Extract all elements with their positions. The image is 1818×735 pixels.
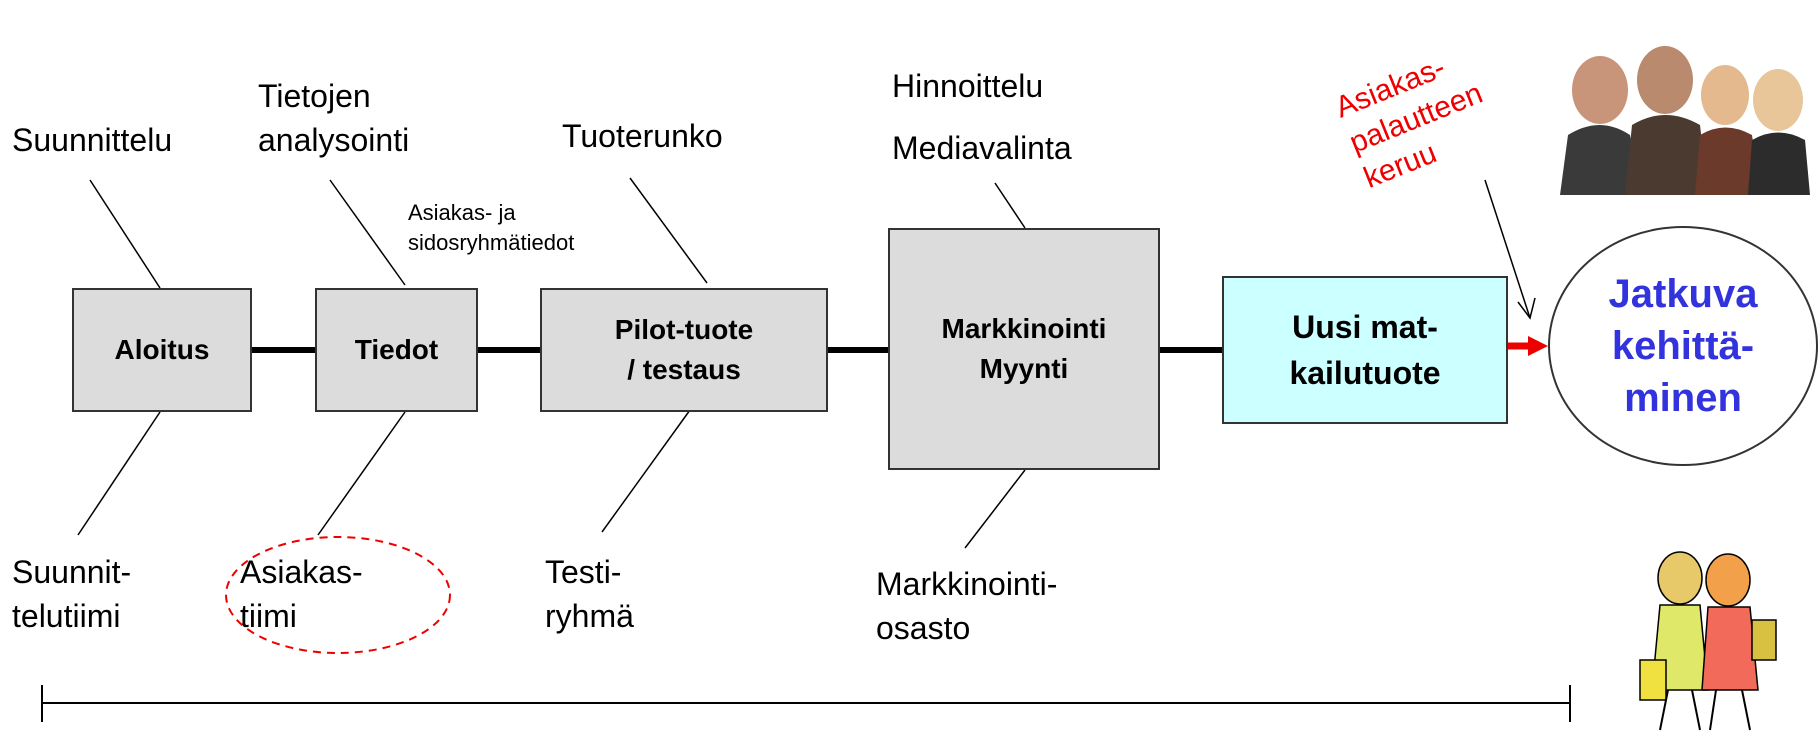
bone-asiakastiimi — [317, 411, 406, 536]
label-mediavalinta: Mediavalinta — [892, 130, 1072, 166]
bone-markkinointiosasto — [964, 469, 1026, 549]
people-photo-icon — [1560, 46, 1810, 195]
feedback-arrow-head — [1517, 297, 1536, 320]
stage-tiedot: Tiedot — [315, 288, 478, 412]
label-tuoterunko: Tuoterunko — [562, 118, 723, 154]
bone-mediavalinta — [994, 182, 1026, 229]
stage-uusi-matkailutuote: Uusi mat- kailutuote — [1222, 276, 1508, 424]
stage-pilot-tuote: Pilot-tuote / testaus — [540, 288, 828, 412]
bone-suunnittelu — [89, 179, 161, 289]
jatkuva-kehittaminen-circle: Jatkuva kehittä- minen — [1548, 226, 1818, 466]
feedback-arrow — [1484, 179, 1531, 319]
label-tietojen-analysointi: Tietojen analysointi — [258, 78, 410, 158]
bone-tietojen — [329, 179, 406, 286]
label-asiakas-ja-sidosryhmatiedot: Asiakas- ja sidosryhmätiedot — [408, 200, 575, 255]
label-markkinointiosasto: Markkinointi- osasto — [876, 566, 1058, 646]
bone-testiryhma — [601, 409, 691, 533]
bone-tuoterunko — [629, 177, 708, 284]
asiakastiimi-highlight — [225, 536, 451, 654]
stage-markkinointi: Markkinointi Myynti — [888, 228, 1160, 470]
bone-suunnittelutiimi — [77, 411, 161, 536]
label-suunnittelutiimi: Suunnit- telutiimi — [12, 554, 132, 634]
label-suunnittelu: Suunnittelu — [12, 122, 173, 158]
shoppers-cartoon-icon — [1639, 551, 1777, 731]
label-asiakastiimi: Asiakas- tiimi — [240, 554, 363, 634]
label-hinnoittelu: Hinnoittelu — [892, 68, 1044, 104]
red-arrow-head — [1528, 336, 1548, 356]
label-testiryhma: Testi- ryhmä — [545, 554, 634, 634]
stage-aloitus: Aloitus — [72, 288, 252, 412]
